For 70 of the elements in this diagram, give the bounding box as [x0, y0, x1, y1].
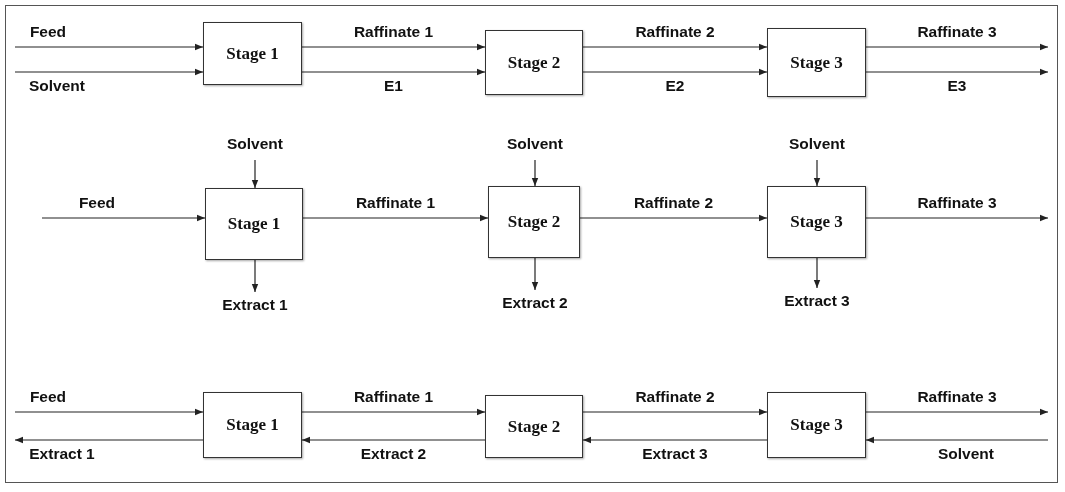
- arrow: [14, 408, 204, 416]
- edge-label: Raffinate 1: [355, 194, 436, 212]
- stage-label: Stage 3: [790, 212, 843, 232]
- arrow: [865, 43, 1049, 51]
- edge-label: Raffinate 1: [353, 23, 434, 41]
- edge-label: Extract 1: [222, 296, 288, 314]
- edge-label: Raffinate 2: [633, 194, 714, 212]
- arrow: [865, 68, 1049, 76]
- stage-box: [205, 188, 303, 260]
- arrow: [579, 214, 768, 222]
- edge-label: Extract 1: [29, 445, 95, 463]
- edge-label: E3: [947, 77, 967, 95]
- arrow: [301, 43, 486, 51]
- stage-label: Stage 2: [507, 52, 561, 73]
- edge-label: Raffinate 3: [917, 388, 997, 406]
- stage-label: Stage 1: [226, 43, 279, 64]
- arrow: [14, 68, 204, 76]
- edge-label: Extract 2: [360, 445, 427, 463]
- edge-label: Feed: [78, 194, 116, 212]
- edge-label: Feed: [29, 23, 67, 41]
- stage-box: [488, 186, 580, 258]
- arrow: [301, 68, 486, 76]
- stage-box: [485, 395, 583, 458]
- edge-label: E1: [384, 77, 403, 95]
- arrow: [251, 259, 259, 293]
- stage-box: [203, 392, 302, 458]
- arrow: [582, 436, 768, 444]
- edge-label: Solvent: [789, 135, 845, 153]
- edge-label: Raffinate 3: [917, 23, 997, 41]
- edge-label: Raffinate 2: [635, 23, 715, 41]
- edge-label: Solvent: [938, 445, 994, 463]
- arrow: [14, 436, 204, 444]
- edge-label: Solvent: [227, 135, 283, 153]
- stage-label: Stage 3: [790, 52, 843, 73]
- edge-label: Raffinate 3: [917, 194, 997, 212]
- arrow: [865, 408, 1049, 416]
- arrow: [582, 68, 768, 76]
- arrow: [582, 43, 768, 51]
- arrow: [813, 257, 821, 289]
- arrow: [41, 214, 206, 222]
- arrow: [531, 257, 539, 291]
- stage-label: Stage 1: [226, 415, 279, 435]
- edge-label: Extract 3: [642, 445, 708, 463]
- stage-label: Stage 2: [507, 212, 561, 232]
- arrow: [813, 159, 821, 187]
- arrow: [301, 408, 486, 416]
- stage-box: [767, 28, 866, 97]
- arrow: [865, 436, 1049, 444]
- edge-label: Extract 3: [784, 292, 850, 310]
- stage-label: Stage 1: [227, 214, 281, 234]
- edge-label: Solvent: [507, 135, 563, 153]
- edge-label: Feed: [29, 388, 67, 406]
- arrow: [14, 43, 204, 51]
- edge-label: Solvent: [29, 77, 85, 95]
- edge-label: E2: [665, 77, 685, 95]
- stage-label: Stage 3: [790, 415, 843, 435]
- arrow: [531, 159, 539, 187]
- edge-label: Extract 2: [502, 294, 568, 312]
- stage-label: Stage 2: [507, 416, 561, 437]
- arrow: [302, 214, 489, 222]
- edge-label: Raffinate 2: [635, 388, 715, 406]
- arrow: [865, 214, 1049, 222]
- arrow: [301, 436, 486, 444]
- stage-box: [767, 392, 866, 458]
- stage-box: [767, 186, 866, 258]
- arrow: [582, 408, 768, 416]
- arrow: [251, 159, 259, 189]
- stage-box: [203, 22, 302, 85]
- edge-label: Raffinate 1: [353, 388, 434, 406]
- stage-box: [485, 30, 583, 95]
